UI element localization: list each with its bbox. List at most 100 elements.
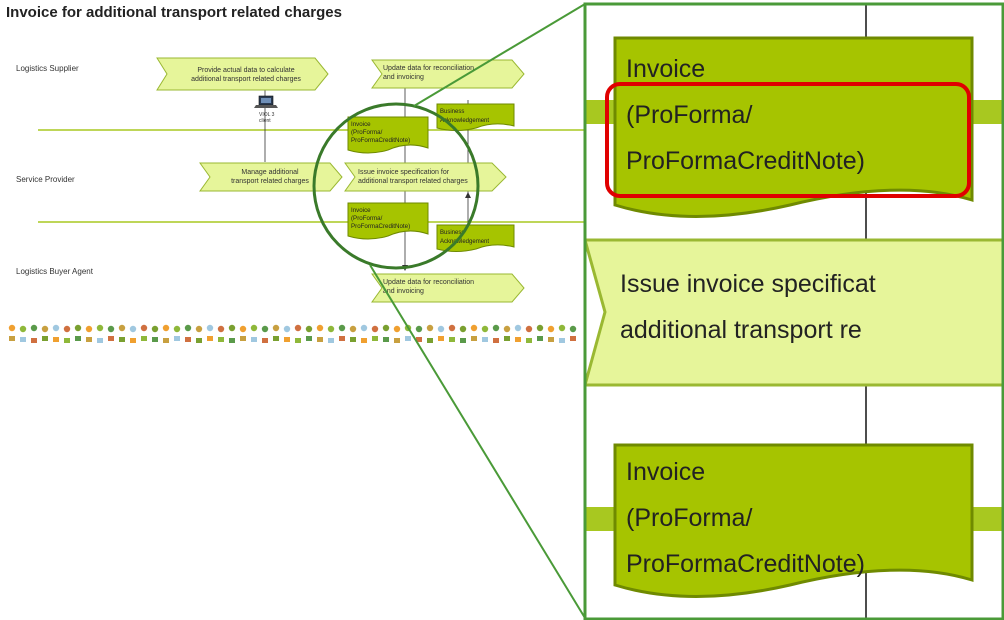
decorative-dot bbox=[558, 324, 566, 332]
decorative-block bbox=[471, 336, 477, 341]
decorative-block bbox=[42, 336, 48, 341]
svg-text:Business: Business bbox=[440, 230, 464, 236]
svg-text:ProFormaCreditNote): ProFormaCreditNote) bbox=[351, 137, 410, 144]
decorative-block bbox=[86, 337, 92, 342]
decorative-dot bbox=[316, 324, 324, 332]
decorative-icon-strip bbox=[8, 324, 577, 343]
decorative-block bbox=[548, 337, 554, 342]
decorative-dot bbox=[184, 324, 192, 332]
decorative-dot bbox=[272, 324, 280, 332]
diagram-title: Invoice for additional transport related… bbox=[6, 4, 342, 21]
decorative-block bbox=[405, 336, 411, 341]
decorative-block bbox=[438, 336, 444, 341]
svg-text:ProFormaCreditNote): ProFormaCreditNote) bbox=[626, 550, 865, 578]
decorative-block bbox=[207, 336, 213, 341]
decorative-dot bbox=[283, 325, 291, 333]
decorative-dot bbox=[261, 325, 269, 333]
svg-text:(ProForma/: (ProForma/ bbox=[626, 101, 752, 129]
decorative-block bbox=[141, 336, 147, 341]
decorative-dot bbox=[536, 324, 544, 332]
decorative-dot bbox=[217, 325, 225, 333]
svg-text:Invoice: Invoice bbox=[626, 55, 705, 83]
zoom-invoice-document-top: Invoice (ProForma/ ProFormaCreditNote) bbox=[613, 36, 974, 218]
decorative-dot bbox=[481, 325, 489, 333]
decorative-dot bbox=[448, 324, 456, 332]
zoom-focus-circle bbox=[312, 102, 480, 270]
decorative-block bbox=[229, 338, 235, 343]
svg-text:Update data for reconciliation: Update data for reconciliation bbox=[383, 65, 474, 72]
decorative-dot bbox=[63, 325, 71, 333]
decorative-block bbox=[482, 337, 488, 342]
decorative-block bbox=[350, 337, 356, 342]
step-manage-charges: Manage additional transport related char… bbox=[199, 162, 343, 192]
decorative-dot bbox=[30, 324, 38, 332]
decorative-dot bbox=[250, 324, 258, 332]
decorative-dot bbox=[206, 324, 214, 332]
decorative-dot bbox=[371, 325, 379, 333]
decorative-block bbox=[240, 336, 246, 341]
decorative-dot bbox=[239, 325, 247, 333]
decorative-block bbox=[295, 338, 301, 343]
decorative-block bbox=[328, 338, 334, 343]
decorative-dot bbox=[426, 324, 434, 332]
decorative-block bbox=[416, 337, 422, 342]
svg-text:Business: Business bbox=[440, 109, 464, 115]
decorative-dot bbox=[492, 324, 500, 332]
decorative-block bbox=[262, 338, 268, 343]
client-label: client bbox=[259, 118, 271, 124]
step-issue-invoice-spec: Issue invoice specification for addition… bbox=[344, 162, 507, 192]
decorative-block bbox=[20, 337, 26, 342]
decorative-block bbox=[537, 336, 543, 341]
svg-text:additional transport related c: additional transport related charges bbox=[358, 178, 468, 185]
decorative-block bbox=[306, 336, 312, 341]
decorative-block bbox=[526, 338, 532, 343]
decorative-block bbox=[130, 338, 136, 343]
svg-text:Issue invoice specification fo: Issue invoice specification for bbox=[358, 169, 450, 176]
svg-text:and invoicing: and invoicing bbox=[383, 288, 424, 295]
svg-text:Invoice: Invoice bbox=[351, 121, 371, 128]
decorative-block bbox=[31, 338, 37, 343]
decorative-dot bbox=[349, 325, 357, 333]
zoom-connector-line bbox=[369, 264, 586, 619]
svg-text:Invoice: Invoice bbox=[626, 458, 705, 486]
decorative-dot bbox=[415, 325, 423, 333]
invoice-document-top: Invoice (ProForma/ ProFormaCreditNote) bbox=[347, 116, 429, 154]
decorative-dot bbox=[107, 325, 115, 333]
decorative-dot bbox=[437, 325, 445, 333]
decorative-dot bbox=[459, 325, 467, 333]
decorative-dot bbox=[195, 325, 203, 333]
decorative-dot bbox=[294, 324, 302, 332]
decorative-dot bbox=[8, 324, 16, 332]
svg-text:ProFormaCreditNote): ProFormaCreditNote) bbox=[351, 223, 410, 230]
svg-text:additional transport re: additional transport re bbox=[620, 316, 862, 344]
decorative-dot bbox=[162, 324, 170, 332]
decorative-dot bbox=[140, 324, 148, 332]
ack-document-top: Business Acknowledgement bbox=[436, 103, 515, 131]
decorative-dot bbox=[393, 325, 401, 333]
svg-text:transport related charges: transport related charges bbox=[231, 178, 309, 185]
svg-text:(ProForma/: (ProForma/ bbox=[351, 129, 383, 136]
decorative-block bbox=[108, 336, 114, 341]
decorative-block bbox=[53, 337, 59, 342]
zoom-invoice-document-bottom: Invoice (ProForma/ ProFormaCreditNote) bbox=[613, 443, 974, 598]
decorative-block bbox=[339, 336, 345, 341]
decorative-block bbox=[75, 336, 81, 341]
decorative-block bbox=[9, 336, 15, 341]
decorative-dot bbox=[118, 324, 126, 332]
decorative-dot bbox=[129, 325, 137, 333]
decorative-block bbox=[152, 337, 158, 342]
svg-text:Acknowledgement: Acknowledgement bbox=[440, 118, 489, 124]
zoom-panel: Invoice (ProForma/ ProFormaCreditNote) I… bbox=[585, 4, 1004, 620]
decorative-dot bbox=[151, 325, 159, 333]
decorative-dot bbox=[52, 324, 60, 332]
decorative-dot bbox=[305, 325, 313, 333]
svg-text:Invoice: Invoice bbox=[351, 207, 371, 214]
svg-text:Update data for reconciliation: Update data for reconciliation bbox=[383, 279, 474, 286]
decorative-block bbox=[196, 338, 202, 343]
svg-text:Provide actual data to calcula: Provide actual data to calculate bbox=[197, 67, 294, 74]
decorative-dot bbox=[19, 325, 27, 333]
decorative-dot bbox=[74, 324, 82, 332]
lane-label-buyer: Logistics Buyer Agent bbox=[16, 267, 94, 276]
decorative-block bbox=[515, 337, 521, 342]
